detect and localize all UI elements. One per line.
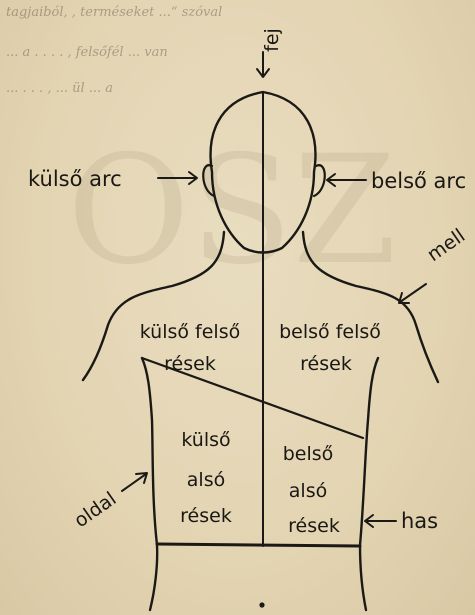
label-belso-also-2: alsó: [289, 480, 327, 502]
label-kulso-felso-1: külső felső: [140, 321, 240, 343]
label-kulso-also-1: külső: [181, 429, 230, 451]
label-fej: fej: [261, 28, 283, 52]
arrow-has: [365, 515, 396, 527]
label-belso-arc: belső arc: [371, 169, 466, 193]
label-oldal: oldal: [70, 488, 120, 532]
torso-left-side: [142, 358, 157, 610]
bleed-through-text: tagjaiból, , terméseket ...“ szóval ... …: [6, 5, 222, 96]
bleed-line-1: tagjaiból, , terméseket ...“ szóval: [6, 5, 222, 20]
belt-line: [157, 544, 360, 546]
navel-dot: [259, 602, 264, 607]
torso-right-side: [360, 358, 378, 610]
label-has: has: [401, 509, 438, 533]
label-kulso-also-2: alsó: [187, 469, 225, 491]
arrow-fej: [257, 52, 269, 77]
label-kulso-felso-2: rések: [164, 353, 216, 375]
label-belso-felso-2: rések: [300, 353, 352, 375]
label-kulso-arc: külső arc: [28, 167, 122, 191]
label-belso-felso-1: belső felső: [279, 321, 381, 343]
arrow-mell: [399, 284, 426, 303]
label-belso-also-1: belső: [283, 443, 334, 465]
label-kulso-also-3: rések: [180, 505, 232, 527]
bleed-line-3: ... . . . , ... ül ... a: [6, 81, 113, 96]
label-belso-also-3: rések: [288, 515, 340, 537]
label-mell: mell: [423, 225, 469, 266]
bleed-line-2: ... a . . . . , felsőfél ... van: [6, 45, 168, 60]
watermark: OSZ: [67, 124, 397, 298]
arrow-oldal: [122, 473, 147, 491]
